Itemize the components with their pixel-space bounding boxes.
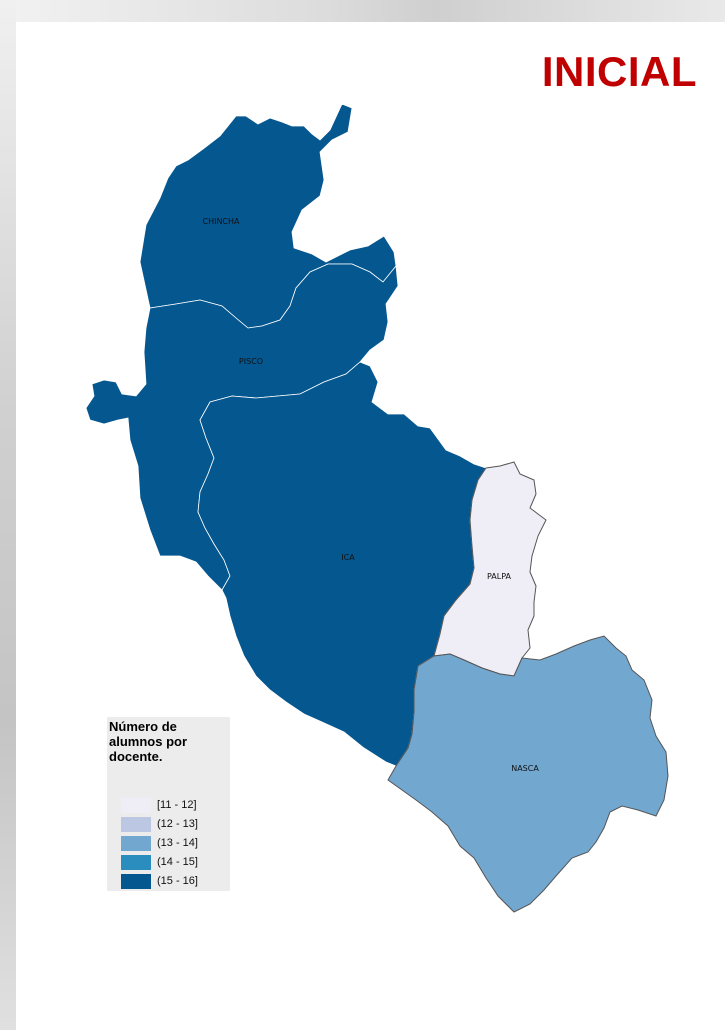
label-pisco: PISCO — [239, 357, 263, 366]
legend-swatch — [121, 836, 151, 851]
legend-title: Número de alumnos por docente. — [109, 719, 188, 764]
legend-swatch — [121, 798, 151, 813]
label-palpa: PALPA — [487, 572, 512, 581]
legend-swatch — [121, 874, 151, 889]
legend-label: (15 - 16] — [157, 875, 198, 887]
page-title: INICIAL — [541, 48, 697, 95]
legend-label: (13 - 14] — [157, 837, 198, 849]
label-nasca: NASCA — [511, 764, 539, 773]
label-chincha: CHINCHA — [202, 217, 240, 226]
legend-swatch — [121, 855, 151, 870]
background-shade-left — [0, 0, 16, 1030]
legend-label: [11 - 12] — [157, 799, 197, 811]
label-ica: ICA — [341, 553, 355, 562]
legend-swatch — [121, 817, 151, 832]
legend-label: (12 - 13] — [157, 818, 198, 830]
province-nasca[interactable] — [387, 635, 669, 913]
map-legend: Número de alumnos por docente. [11 - 12]… — [107, 717, 230, 891]
legend-label: (14 - 15] — [157, 856, 198, 868]
background-shade-top — [0, 0, 725, 22]
